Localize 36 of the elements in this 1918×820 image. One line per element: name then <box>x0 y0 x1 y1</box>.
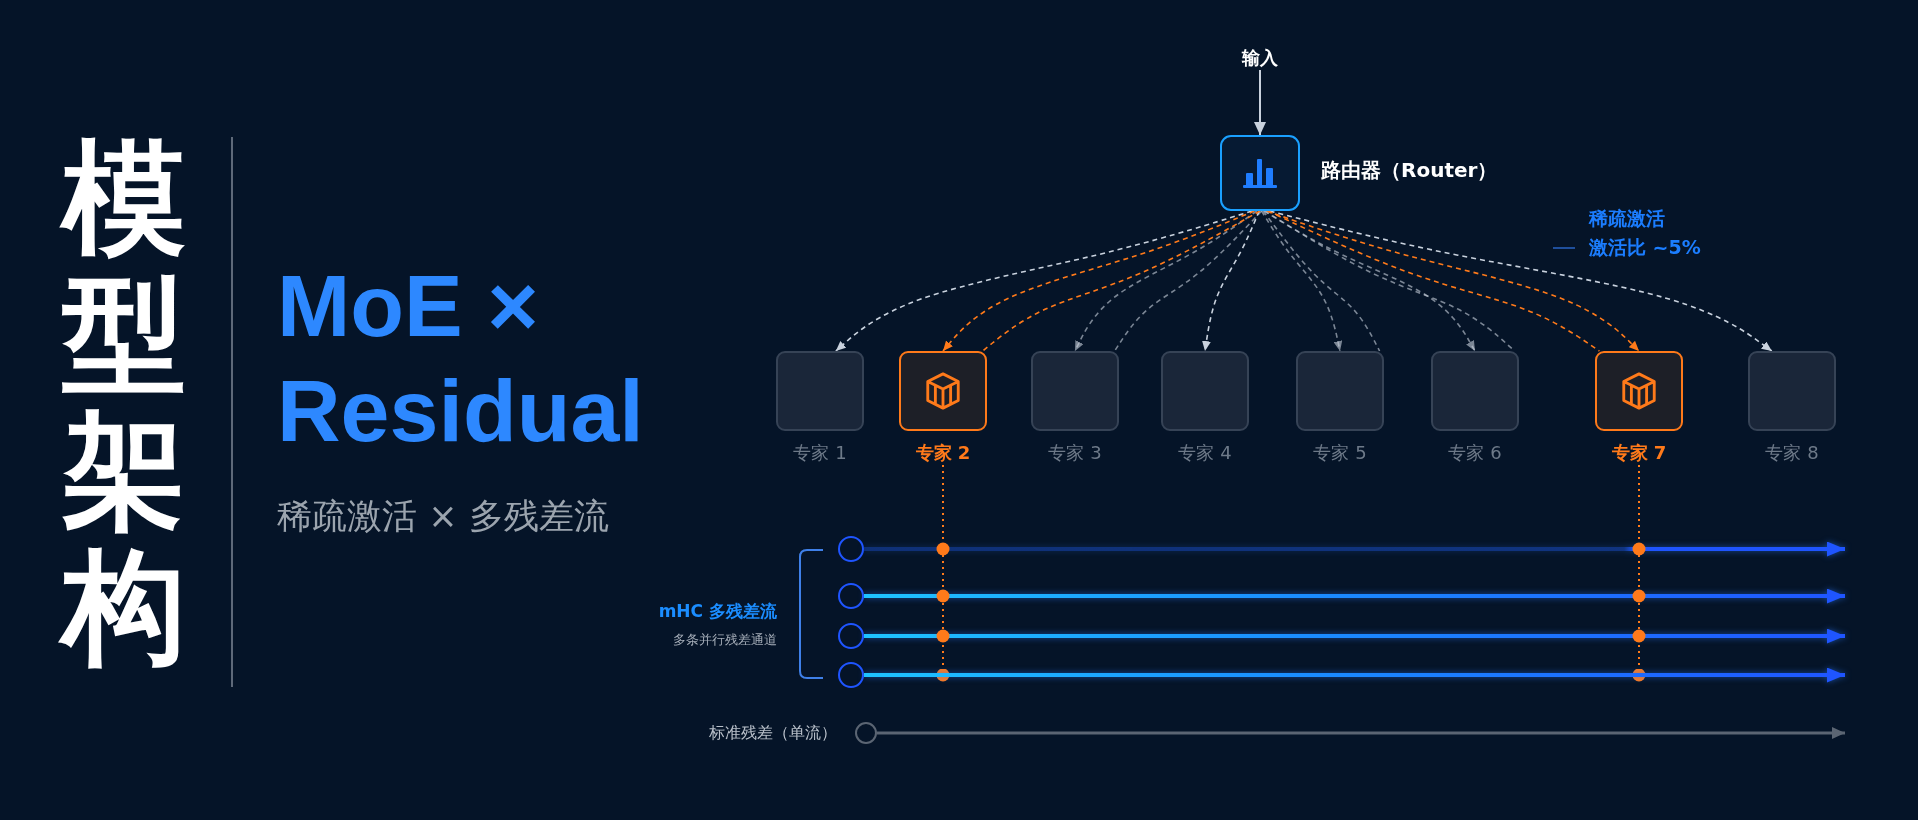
dashed-arrow <box>835 210 1253 352</box>
stream-start-circle <box>838 536 864 562</box>
expert-label: 专家 3 <box>1048 441 1102 465</box>
expert-label: 专家 1 <box>793 441 847 465</box>
stream-start-circle <box>838 623 864 649</box>
router-box <box>1220 135 1300 211</box>
expert-label: 专家 8 <box>1765 441 1819 465</box>
thick-arrow <box>864 628 1845 644</box>
heading: MoE × Residual <box>277 255 644 462</box>
bracket-caption: 多条并行残差通道 <box>673 631 777 649</box>
expert-label: 专家 4 <box>1178 441 1232 465</box>
dashed-line <box>936 464 950 682</box>
thick-arrow <box>864 667 1845 683</box>
dashed-line <box>1632 464 1646 682</box>
stream-label: 标准残差（单流） <box>709 722 837 744</box>
dashed-arrow <box>1260 210 1343 352</box>
legend-text: 激活比 ~5% <box>1589 235 1701 260</box>
router-label: 路由器（Router） <box>1321 157 1498 183</box>
input-label: 输入 <box>1242 46 1278 70</box>
dashed-line <box>1262 210 1381 352</box>
arrow <box>877 727 1845 739</box>
arrow <box>1254 69 1266 136</box>
subtitle: 稀疏激活 × 多残差流 <box>277 496 609 536</box>
stream-start-circle <box>838 583 864 609</box>
expert-label: 专家 7 <box>1611 441 1667 465</box>
expert-label: 专家 5 <box>1313 441 1367 465</box>
bracket-label: mHC 多残差流 <box>658 600 777 623</box>
dashed-arrow <box>1201 210 1260 352</box>
stream-start-circle <box>855 722 877 744</box>
legend-heading: 稀疏激活 <box>1589 206 1665 231</box>
expert-label: 专家 6 <box>1448 441 1502 465</box>
expert-label: 专家 2 <box>915 441 971 465</box>
dashed-arrow <box>1268 210 1773 352</box>
thick-arrow <box>864 541 1845 557</box>
thick-arrow <box>864 588 1845 604</box>
stream-start-circle <box>838 662 864 688</box>
